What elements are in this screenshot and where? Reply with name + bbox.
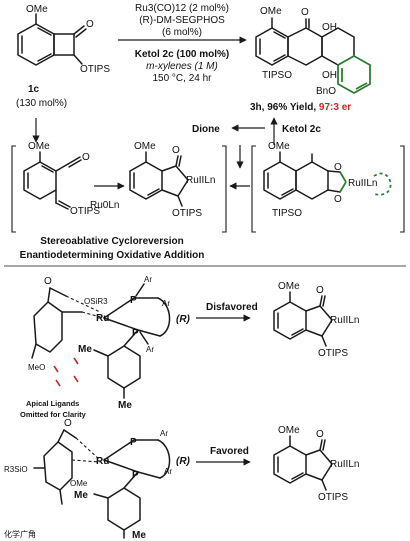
- disfavored-product: OMe O RuIILn OTIPS: [273, 281, 359, 359]
- apical-note-line2: Omitted for Clarity: [20, 410, 87, 419]
- dis-me-bottom: Me: [118, 400, 132, 411]
- dis-osir3-label: OSiR3: [84, 297, 108, 306]
- dis-ar-bottom: Ar: [146, 345, 154, 354]
- condition-solvent: m-xylenes (1 M): [146, 61, 218, 72]
- caption-cycloreversion: Stereoablative Cycloreversion: [40, 236, 183, 247]
- fav-p-bottom: P: [132, 470, 139, 481]
- fav-prod-o: O: [316, 429, 324, 440]
- starting-material-1c: OMe O OTIPS 1c (130 mol%): [16, 4, 110, 109]
- rh-ome-label: OMe: [134, 141, 156, 152]
- fav-r-label: (R): [176, 456, 191, 467]
- dis-me-left: Me: [78, 344, 92, 355]
- condition-ligand: (R)-DM-SEGPHOS: [139, 15, 225, 26]
- dis-p-top: P: [130, 295, 137, 306]
- sm-ome-label: OMe: [26, 4, 48, 15]
- product-ome-label: OMe: [260, 6, 282, 17]
- fav-ru-label: Ru: [96, 456, 109, 467]
- cx-o-top: O: [334, 162, 342, 173]
- dione-label: Dione: [192, 124, 220, 135]
- favored-label: Favored: [210, 446, 249, 457]
- fav-ome-label: OMe: [70, 479, 88, 488]
- product-tipso-label: TIPSO: [262, 70, 292, 81]
- dis-ar-top: Ar: [144, 275, 152, 284]
- fav-prod-ru: RuIILn: [330, 459, 359, 470]
- dis-ar-right: Ar: [162, 299, 170, 308]
- ketene-otips-label: OTIPS: [70, 206, 100, 217]
- rh-otips-label: OTIPS: [172, 208, 202, 219]
- rh-ru-label: RuIILn: [186, 175, 215, 186]
- product-oh-top: OH: [322, 22, 337, 33]
- dis-prod-ome: OMe: [278, 281, 300, 292]
- condition-ligand-loading: (6 mol%): [162, 27, 202, 38]
- sm-amount-label: (130 mol%): [16, 98, 67, 109]
- disfavored-transition-model: O OSiR3 Ru P P Ar Ar Ar (R) MeO Me Me Ap…: [20, 275, 191, 419]
- apical-note-line1: Apical Ligands: [26, 399, 79, 408]
- favored-product: OMe O RuIILn OTIPS: [273, 425, 359, 503]
- fav-o-label: O: [64, 418, 72, 429]
- fav-r3sio-label: R3SiO: [4, 465, 28, 474]
- cx-ome-label: OMe: [268, 141, 290, 152]
- fav-prod-otips: OTIPS: [318, 492, 348, 503]
- bracket-right-close: [400, 145, 405, 233]
- ruthenium-complex-intermediate: OMe O O RuIILn TIPSO: [263, 141, 392, 219]
- fav-prod-ome: OMe: [278, 425, 300, 436]
- dis-prod-ru: RuIILn: [330, 315, 359, 326]
- product-er-value: 97:3 er: [319, 102, 351, 113]
- bracket-left-open: [11, 145, 16, 233]
- watermark: 化学广角: [4, 529, 36, 539]
- cx-o-bottom: O: [334, 194, 342, 205]
- rh-o-label: O: [172, 145, 180, 156]
- fav-me-bottom: Me: [132, 530, 146, 541]
- ketene-o-label: O: [82, 152, 90, 163]
- fav-me-left: Me: [74, 490, 88, 501]
- fav-ar-top: Ar: [160, 429, 168, 438]
- sm-ketone-o: O: [86, 19, 94, 30]
- fav-p-top: P: [130, 437, 137, 448]
- ketene-ome-label: OMe: [28, 141, 50, 152]
- cx-tipso-label: TIPSO: [272, 208, 302, 219]
- reaction-conditions: Ru3(CO)12 (2 mol%) (R)-DM-SEGPHOS (6 mol…: [135, 3, 229, 84]
- condition-catalyst: Ru3(CO)12 (2 mol%): [135, 3, 229, 14]
- dis-prod-o: O: [316, 285, 324, 296]
- condition-ketol: Ketol 2c (100 mol%): [135, 49, 229, 60]
- ru0-label: Ru0Ln: [90, 200, 119, 211]
- product-3h: OMe O OH OH TIPSO BnO 3h, 96% Yield, 97:…: [250, 6, 371, 113]
- sm-otips-label: OTIPS: [80, 64, 110, 75]
- fav-ar-right: Ar: [164, 467, 172, 476]
- dis-ru-label: Ru: [96, 313, 109, 324]
- product-result: 3h, 96% Yield, 97:3 er: [250, 102, 351, 113]
- bracket-right-open: [251, 145, 256, 233]
- dis-meo-label: MeO: [28, 363, 45, 372]
- dis-r-label: (R): [176, 314, 191, 325]
- condition-temp-time: 150 °C, 24 hr: [152, 73, 212, 84]
- dis-o-label: O: [44, 276, 52, 287]
- favored-transition-model: O R3SiO OMe Ru P P Ar Ar (R) Me Me: [4, 418, 191, 541]
- sm-compound-label: 1c: [28, 84, 40, 95]
- dis-prod-otips: OTIPS: [318, 348, 348, 359]
- rhodacycle-intermediate: OMe O RuIILn OTIPS: [129, 141, 215, 219]
- ketene-intermediate: OMe O OTIPS: [23, 141, 100, 217]
- cx-ru-label: RuIILn: [348, 178, 377, 189]
- product-oh-bottom: OH: [322, 70, 337, 81]
- ketol-label: Ketol 2c: [282, 124, 321, 135]
- product-ketone-o: O: [301, 7, 309, 18]
- dis-p-bottom: P: [132, 328, 139, 339]
- disfavored-label: Disfavored: [206, 302, 258, 313]
- bracket-left-close: [222, 145, 227, 233]
- caption-oxidative-addition: Enantiodetermining Oxidative Addition: [20, 250, 205, 261]
- product-bno-label: BnO: [316, 86, 336, 97]
